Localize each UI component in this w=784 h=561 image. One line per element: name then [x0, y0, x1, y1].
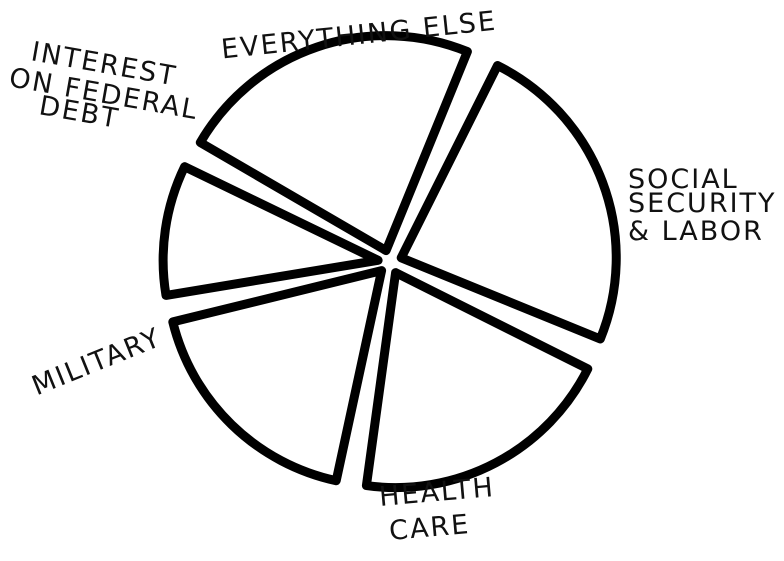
pie-slice-everything-else: [195, 31, 472, 256]
pie-slice-social-security-labor: [396, 61, 621, 344]
label-social-security-line-2: SECURITY: [628, 188, 777, 219]
pie-slice-interest-on-federal-debt: [158, 162, 383, 300]
label-military-line-1: MILITARY: [28, 322, 166, 402]
pie-slice-military: [168, 266, 387, 486]
slice-label-health-care: HEALTH CARE: [378, 472, 496, 547]
label-social-security-line-3: & LABOR: [628, 216, 764, 247]
slice-label-interest: INTEREST ON FEDERAL DEBT: [7, 36, 201, 135]
label-social-security-line-1: SOCIAL: [628, 164, 739, 195]
slice-label-military: MILITARY: [28, 322, 166, 402]
pie-slice-health-care: [361, 268, 593, 493]
label-health-care-line-2: CARE: [388, 509, 472, 547]
slice-label-social-security: SOCIAL SECURITY & LABOR: [628, 164, 777, 247]
pie-slices: [158, 31, 621, 493]
